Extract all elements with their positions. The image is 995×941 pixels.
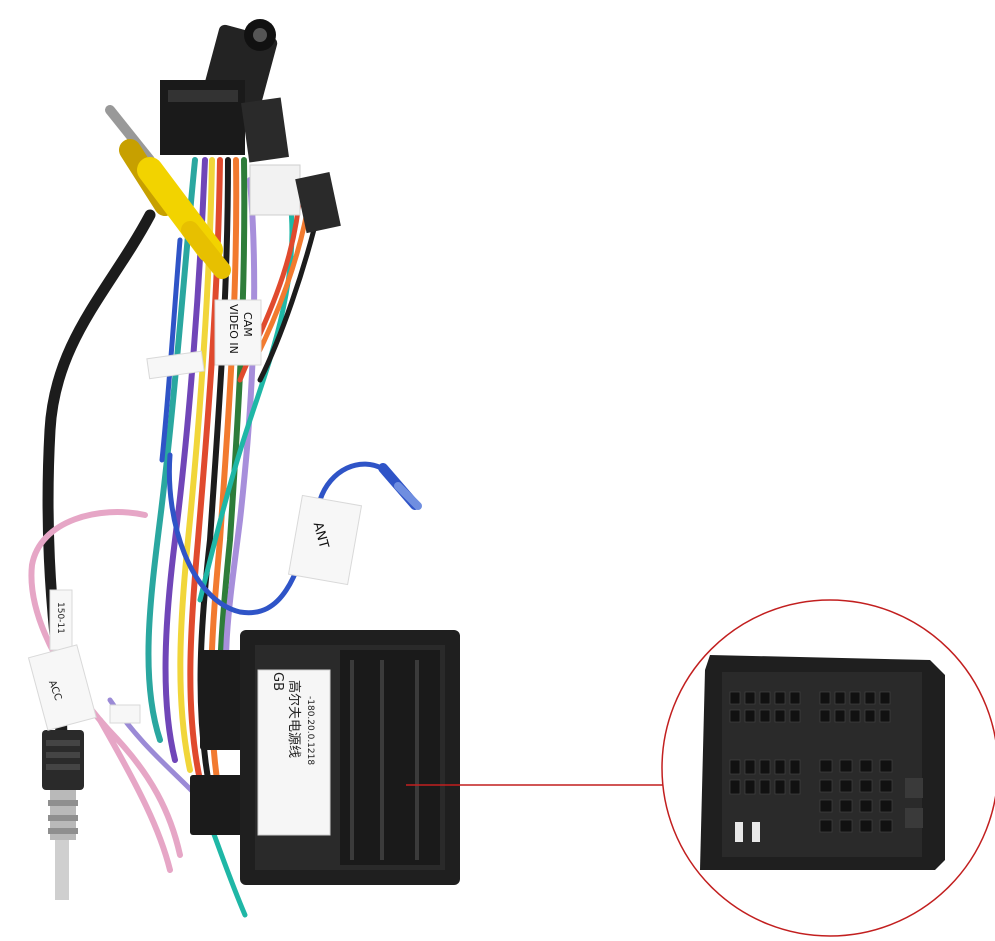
cam-line1: CAM (241, 312, 254, 337)
rca-connector (105, 105, 231, 279)
magnified-view (661, 599, 995, 937)
ant-label: ANT (310, 521, 331, 551)
small-tags (27, 299, 363, 731)
connector-line3: -180.20.0.1218 (305, 696, 315, 765)
antenna-plug (42, 730, 84, 900)
blue-wire-end (378, 463, 422, 510)
main-connector (190, 630, 460, 885)
side-tag-upper-text: 150-11 (55, 602, 65, 634)
connector-line2: 高尔夫电源线 (286, 680, 302, 758)
cam-label: CAM VIDEO IN (227, 304, 254, 354)
connector-line1: GB (270, 672, 285, 691)
ant-text: ANT (310, 521, 331, 551)
cam-line2: VIDEO IN (227, 304, 240, 354)
connector-label: GB 高尔夫电源线 -180.20.0.1218 (270, 672, 315, 765)
side-tag-upper-label: 150-11 (55, 602, 65, 634)
top-connectors (160, 19, 341, 234)
